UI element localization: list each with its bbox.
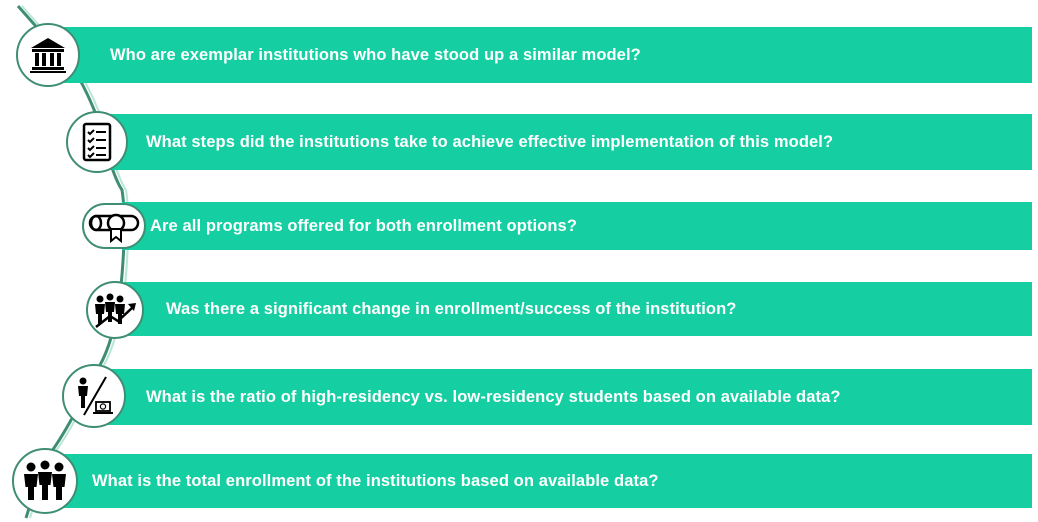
step-bar-6: What is the total enrollment of the inst…: [52, 454, 1032, 508]
step-bar-2: What steps did the institutions take to …: [108, 114, 1032, 170]
diploma-icon: [82, 203, 146, 249]
step-text-3: Are all programs offered for both enroll…: [150, 216, 577, 235]
person-vs-laptop-icon: [62, 364, 126, 428]
step-bar-1: Who are exemplar institutions who have s…: [60, 27, 1032, 83]
step-text-5: What is the ratio of high-residency vs. …: [146, 387, 841, 406]
step-text-1: Who are exemplar institutions who have s…: [110, 45, 641, 64]
step-text-4: Was there a significant change in enroll…: [166, 299, 737, 318]
group-people-icon: [12, 448, 78, 514]
step-bar-5: What is the ratio of high-residency vs. …: [102, 369, 1032, 425]
step-text-6: What is the total enrollment of the inst…: [92, 471, 659, 490]
step-bar-3: Are all programs offered for both enroll…: [122, 202, 1032, 250]
people-growth-icon: [86, 281, 144, 339]
step-text-2: What steps did the institutions take to …: [146, 132, 834, 151]
step-bar-4: Was there a significant change in enroll…: [124, 282, 1032, 336]
checklist-icon: [66, 111, 128, 173]
institution-building-icon: [16, 23, 80, 87]
